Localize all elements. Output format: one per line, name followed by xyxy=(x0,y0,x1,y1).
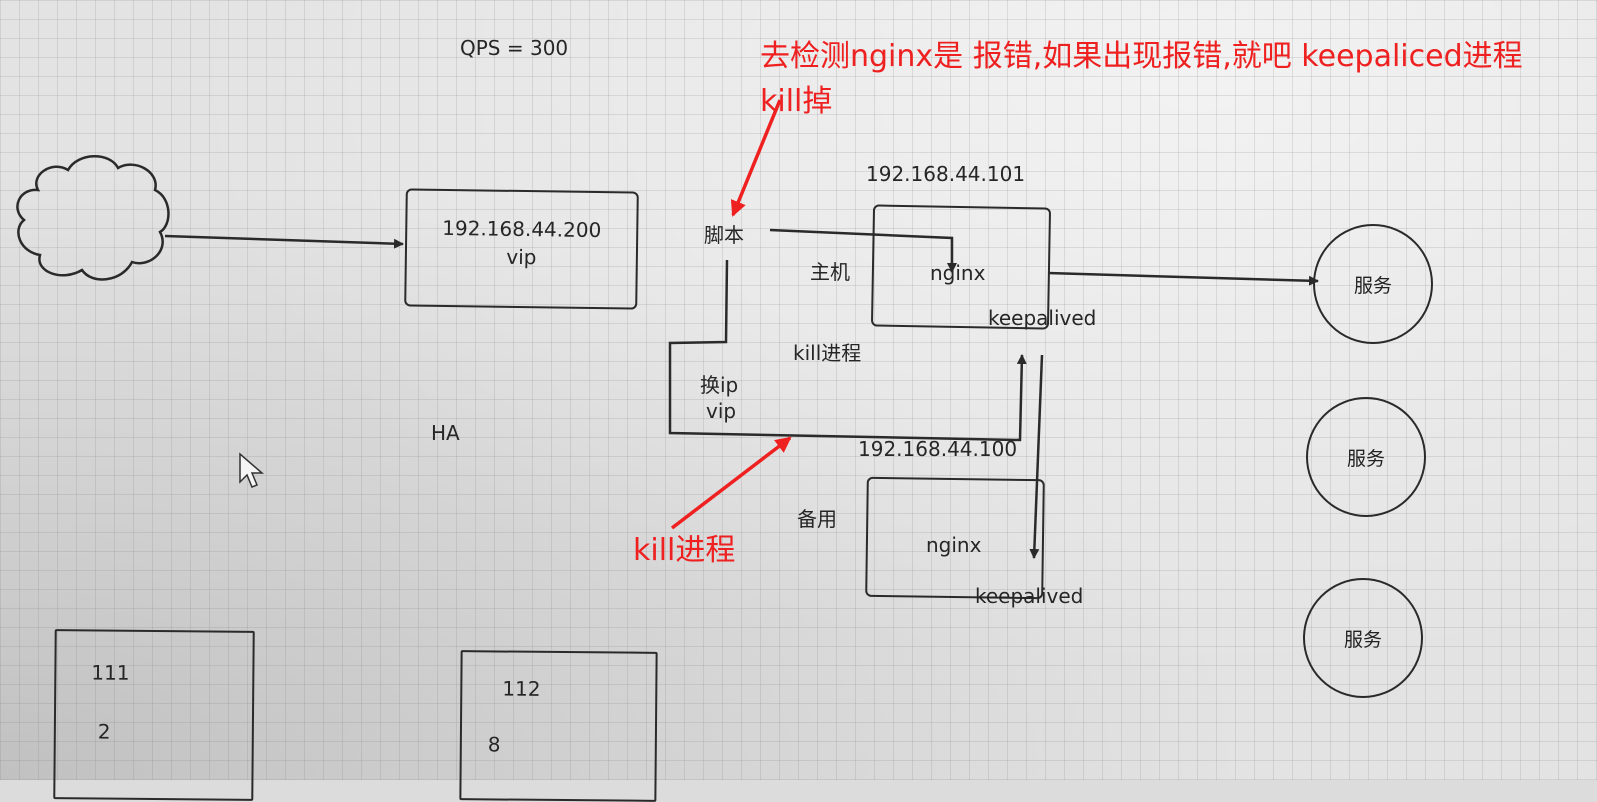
bottom-box-1: 111 2 xyxy=(53,629,255,801)
ha-label: HA xyxy=(431,421,460,445)
annotation-top-line1: 去检测nginx是 报错,如果出现报错,就吧 keepaliced进程 xyxy=(760,39,1523,74)
master-to-backup-arrow xyxy=(1029,354,1044,559)
switch-vip-label: vip xyxy=(706,399,737,423)
master-nginx-label: nginx xyxy=(930,261,986,285)
master-to-service-arrow xyxy=(1047,271,1319,286)
backup-nginx-label: nginx xyxy=(926,533,982,557)
master-keepalived-label: keepalived xyxy=(988,306,1097,330)
service-node-2: 服务 xyxy=(1306,397,1426,517)
bottom-box-2-line1: 112 xyxy=(502,676,541,701)
bottom-box-1-line1: 111 xyxy=(91,660,130,685)
bottom-box-2-line2: 8 xyxy=(487,732,501,757)
bottom-box-1-line2: 2 xyxy=(97,719,111,744)
annotation-arrow-bottom xyxy=(670,436,792,530)
annotation-bottom: kill进程 xyxy=(633,533,736,568)
annotation-top-line2: kill掉 xyxy=(760,84,833,119)
switch-ip-label: 换ip xyxy=(700,373,739,397)
script-to-master-arrow xyxy=(769,228,957,273)
backup-role-label: 备用 xyxy=(797,507,837,531)
mouse-cursor-icon xyxy=(239,452,265,488)
annotation-arrow-top xyxy=(730,99,782,217)
vip-ip: 192.168.44.200 xyxy=(442,215,602,243)
kill-process-label: kill进程 xyxy=(793,341,862,365)
service-label-2: 服务 xyxy=(1346,447,1385,470)
master-role-label: 主机 xyxy=(810,260,850,284)
failover-loop-arrow xyxy=(668,259,1027,442)
master-ip: 192.168.44.101 xyxy=(866,162,1026,186)
service-label-1: 服务 xyxy=(1353,274,1392,297)
vip-box: 192.168.44.200 vip xyxy=(404,188,639,310)
cloud-to-vip-arrow xyxy=(164,234,404,249)
service-node-1: 服务 xyxy=(1313,224,1433,344)
qps-label: QPS = 300 xyxy=(460,36,569,60)
bottom-box-2: 112 8 xyxy=(459,650,658,802)
backup-ip: 192.168.44.100 xyxy=(858,437,1018,461)
connector-layer xyxy=(16,99,1319,559)
backup-keepalived-label: keepalived xyxy=(975,584,1084,608)
script-label: 脚本 xyxy=(704,223,744,247)
vip-label: vip xyxy=(506,244,537,270)
internet-cloud xyxy=(16,155,170,281)
service-node-3: 服务 xyxy=(1303,578,1423,698)
service-label-3: 服务 xyxy=(1343,628,1382,651)
